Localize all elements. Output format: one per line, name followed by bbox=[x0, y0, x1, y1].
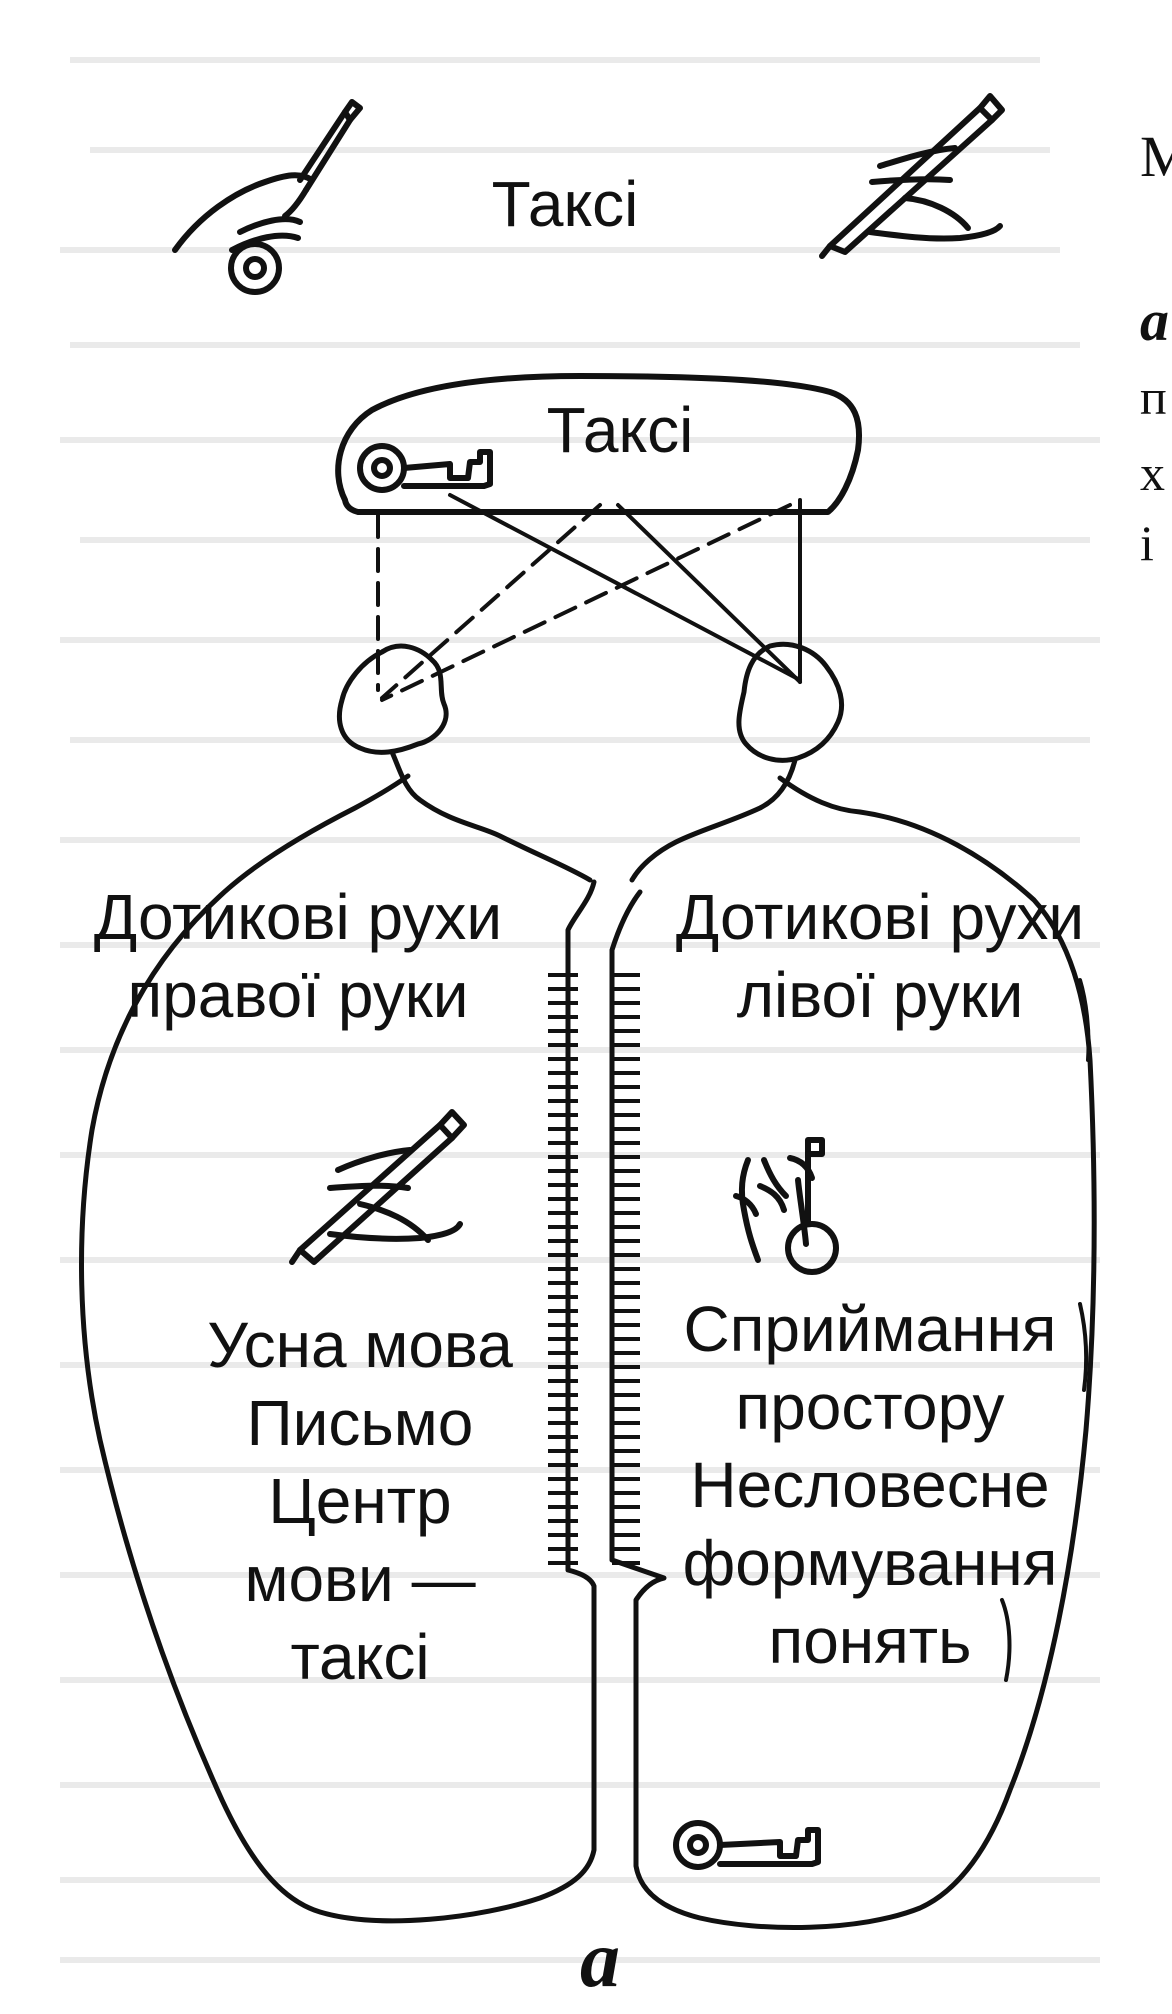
left-function-item: мови — bbox=[244, 1543, 476, 1616]
right-function-item: Несловесне bbox=[690, 1449, 1050, 1522]
left-nucleus-blob bbox=[336, 643, 449, 755]
edge-fragment: і bbox=[1140, 515, 1154, 571]
connection-lines bbox=[376, 493, 802, 702]
left-hemisphere-outline bbox=[79, 773, 597, 1924]
left-title-line2: правої руки bbox=[127, 959, 469, 1032]
key-icon bbox=[673, 1820, 821, 1870]
visual-input-oval bbox=[335, 373, 862, 515]
left-nucleus-stem bbox=[389, 749, 593, 883]
edge-fragment: х bbox=[1140, 445, 1165, 501]
left-function-item: Усна мова bbox=[207, 1309, 513, 1381]
right-nucleus-stem bbox=[629, 757, 798, 883]
key-icon bbox=[357, 443, 493, 493]
left-title-line1: Дотикові рухи bbox=[93, 881, 503, 953]
right-function-item: Сприймання bbox=[683, 1293, 1057, 1365]
hand-holding-key-icon bbox=[733, 1137, 839, 1275]
right-function-item: понять bbox=[768, 1605, 972, 1678]
hand-writing-icon bbox=[289, 1109, 467, 1265]
right-nucleus-blob bbox=[736, 641, 844, 763]
edge-fragment: п bbox=[1140, 369, 1167, 425]
left-hemisphere-functions: Усна мова Письмо Центр мови — таксі bbox=[160, 1306, 560, 1696]
hand-writing-icon bbox=[172, 99, 363, 295]
right-title-line1: Дотикові рухи bbox=[675, 881, 1085, 953]
right-hemisphere-functions: Сприймання простору Несловесне формуванн… bbox=[650, 1290, 1090, 1680]
oval-label: Таксі bbox=[546, 394, 694, 466]
right-function-item: простору bbox=[735, 1371, 1005, 1444]
left-function-item: Письмо bbox=[246, 1387, 474, 1460]
left-function-item: таксі bbox=[290, 1621, 430, 1694]
left-function-item: Центр bbox=[268, 1465, 452, 1538]
right-hemisphere-outline bbox=[609, 775, 1097, 1930]
top-label: Таксі bbox=[491, 168, 639, 240]
hand-writing-icon bbox=[819, 93, 1005, 259]
right-edge-marks bbox=[1000, 978, 1091, 1682]
corpus-callosum-ladder bbox=[548, 973, 640, 1565]
background-bleedthrough bbox=[60, 57, 1100, 1963]
right-title-line2: лівої руки bbox=[736, 959, 1024, 1032]
edge-fragment: а bbox=[1140, 288, 1169, 353]
left-hemisphere-title: Дотикові рухи правої руки bbox=[58, 878, 538, 1034]
figure-caption: a bbox=[580, 1916, 620, 2004]
right-hemisphere-title: Дотикові рухи лівої руки bbox=[640, 878, 1120, 1034]
edge-fragment: М bbox=[1140, 124, 1172, 189]
right-function-item: формування bbox=[682, 1527, 1058, 1600]
